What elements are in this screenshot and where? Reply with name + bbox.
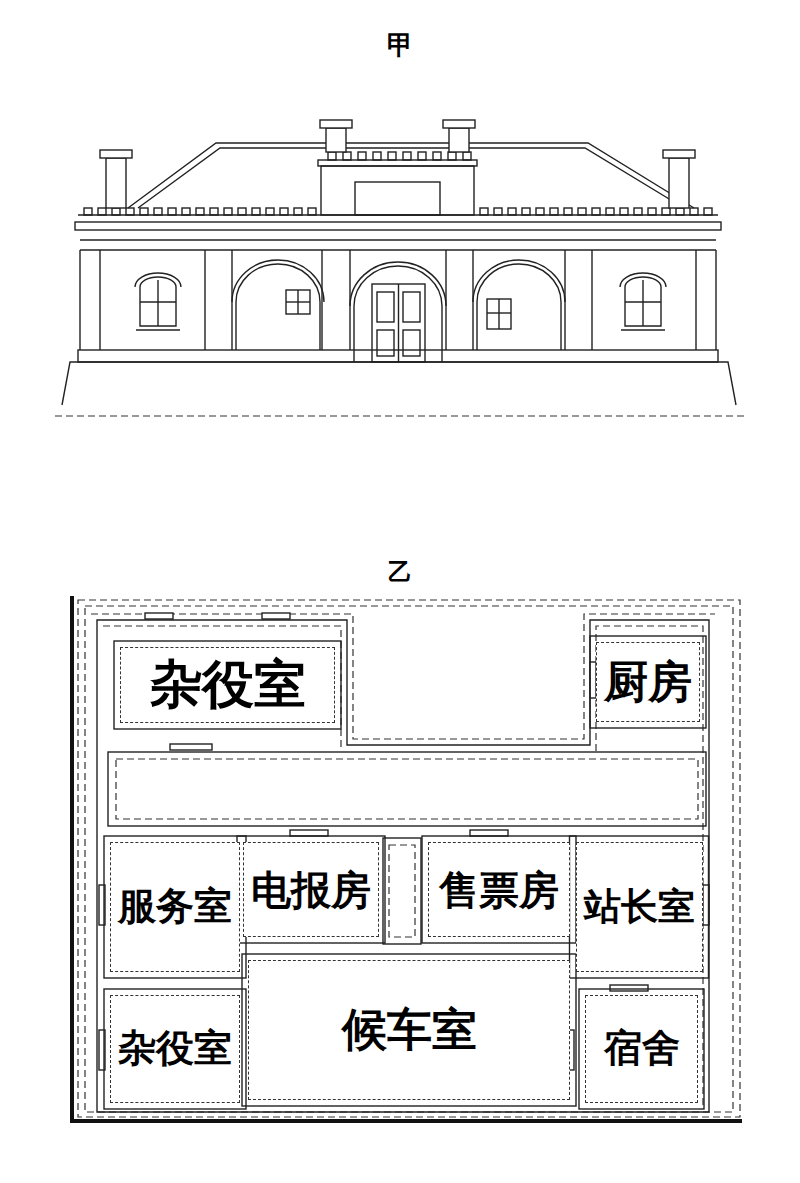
room-label: 厨房: [604, 657, 692, 708]
room-label: 候车室: [342, 1004, 477, 1056]
room-wall: [422, 836, 576, 943]
room-box: 杂役室: [120, 647, 335, 723]
room-box: 服务室: [110, 842, 240, 972]
room-box: 站长室: [576, 842, 703, 972]
station-plan: [70, 596, 742, 1123]
figure-label: 甲: [387, 31, 413, 60]
room-wall: [104, 989, 246, 1109]
room-label: 售票房: [439, 867, 559, 913]
room-label: 站长室: [584, 886, 695, 929]
station-elevation: [55, 120, 745, 416]
room-wall: [104, 836, 246, 978]
room-wall: [237, 836, 385, 943]
room-label: 电报房: [251, 867, 371, 913]
room-wall: [579, 989, 704, 1109]
room-wall: [590, 636, 706, 728]
room-label: 杂役室: [118, 1027, 232, 1071]
room-wall: [114, 641, 341, 729]
room-box: 电报房: [243, 842, 379, 937]
room-box: 候车室: [248, 960, 570, 1100]
figure-label: 乙: [388, 559, 412, 585]
room-label: 杂役室: [150, 655, 306, 715]
room-wall: [570, 836, 709, 978]
room-box: 杂役室: [110, 995, 240, 1103]
room-box: 厨房: [596, 642, 700, 722]
room-box: 售票房: [428, 842, 570, 937]
room-wall: [242, 954, 576, 1106]
room-label: 服务室: [118, 885, 232, 929]
room-box: 宿舍: [585, 995, 698, 1103]
room-label: 宿舍: [604, 1027, 680, 1071]
